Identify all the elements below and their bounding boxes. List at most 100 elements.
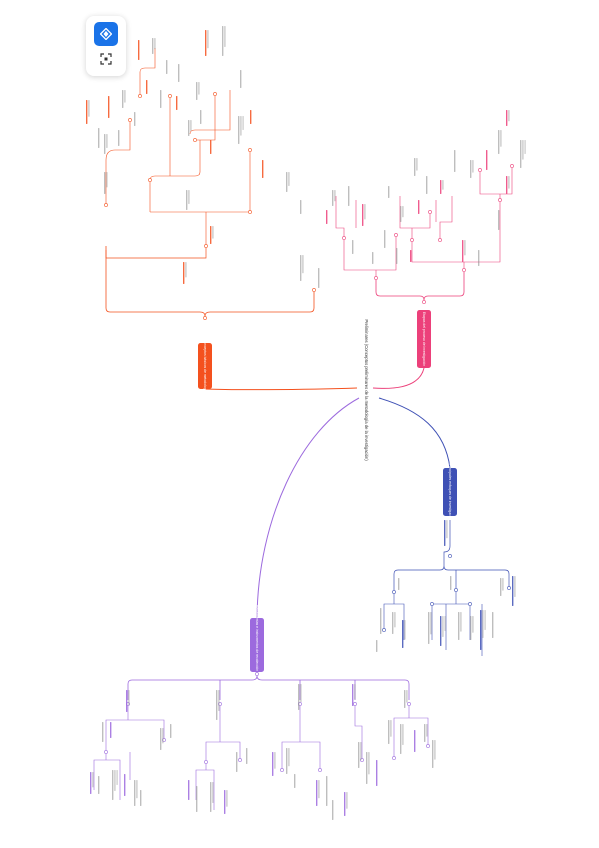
purple-collapse-12[interactable] bbox=[392, 756, 396, 760]
pink-collapse-0[interactable] bbox=[462, 268, 466, 272]
pink-collapse-2[interactable] bbox=[410, 238, 414, 242]
orange-text-18 bbox=[108, 96, 110, 118]
connector-b2 bbox=[372, 367, 425, 389]
purple-collapse-main[interactable] bbox=[255, 672, 259, 676]
branch-node-b4[interactable] bbox=[250, 618, 264, 672]
blue-collapse-4[interactable] bbox=[430, 602, 434, 606]
orange-collapse-3[interactable] bbox=[104, 203, 108, 207]
orange-text2-24 bbox=[207, 30, 209, 49]
purple-sub-c bbox=[281, 704, 321, 770]
pink-collapse-7[interactable] bbox=[438, 238, 442, 242]
purple-text2-29 bbox=[368, 752, 370, 775]
purple-collapse-10[interactable] bbox=[318, 768, 322, 772]
orange-sub-c bbox=[149, 94, 216, 181]
purple-text-20 bbox=[246, 748, 248, 764]
blue-text3-9 bbox=[484, 610, 486, 630]
purple-collapse-4[interactable] bbox=[407, 702, 411, 706]
purple-collapse-3[interactable] bbox=[353, 702, 357, 706]
purple-text-1 bbox=[216, 690, 218, 720]
pink-text-12 bbox=[418, 200, 420, 214]
orange-text2-0 bbox=[185, 262, 187, 278]
branch-label-b1: Conceptos básicos de metodología bbox=[203, 340, 207, 393]
purple-collapse-5[interactable] bbox=[104, 750, 108, 754]
orange-collapse-1[interactable] bbox=[148, 178, 152, 182]
pink-text2-13 bbox=[402, 206, 404, 218]
purple-collapse-9[interactable] bbox=[280, 768, 284, 772]
blue-collapse-5[interactable] bbox=[468, 602, 472, 606]
orange-collapse-9[interactable] bbox=[312, 288, 316, 292]
orange-collapse-8[interactable] bbox=[193, 138, 197, 142]
purple-collapse-13[interactable] bbox=[426, 744, 430, 748]
orange-collapse-main[interactable] bbox=[203, 316, 207, 320]
orange-collapse-10[interactable] bbox=[248, 148, 252, 152]
orange-collapse-5[interactable] bbox=[168, 94, 172, 98]
purple-sub-f bbox=[93, 752, 131, 800]
orange-collapse-7[interactable] bbox=[128, 118, 132, 122]
purple-text-24 bbox=[316, 780, 318, 806]
purple-text-28 bbox=[358, 742, 360, 768]
pink-collapse-main[interactable] bbox=[422, 300, 426, 304]
purple-text-7 bbox=[160, 728, 162, 750]
orange-text2-3 bbox=[212, 226, 214, 239]
blue-collapse-0[interactable] bbox=[392, 590, 396, 594]
blue-collapse-3[interactable] bbox=[382, 628, 386, 632]
purple-text2-27 bbox=[346, 792, 348, 809]
blue-collapse-2[interactable] bbox=[507, 586, 511, 590]
orange-text-14 bbox=[200, 110, 202, 124]
branch-node-b3[interactable] bbox=[443, 468, 457, 516]
pink-collapse-4[interactable] bbox=[342, 236, 346, 240]
central-topic[interactable]: Preliminares (Conceptos preliminares de … bbox=[364, 319, 369, 461]
orange-text-7 bbox=[300, 200, 302, 214]
pink-text-21 bbox=[410, 250, 412, 262]
blue-text2-2 bbox=[394, 612, 396, 628]
pink-collapse-3[interactable] bbox=[498, 198, 502, 202]
fit-screen-button[interactable] bbox=[94, 47, 118, 71]
blue-collapse-main[interactable] bbox=[448, 554, 452, 558]
orange-text2-1 bbox=[302, 255, 304, 274]
blue-text2-7 bbox=[460, 612, 462, 632]
orange-text-4 bbox=[186, 190, 188, 210]
blue-text-6 bbox=[440, 616, 442, 646]
purple-text2-11 bbox=[114, 770, 116, 791]
blue-text-8 bbox=[470, 616, 472, 640]
blue-text-7 bbox=[458, 612, 460, 640]
purple-sub-e bbox=[393, 704, 429, 758]
pink-collapse-8[interactable] bbox=[478, 168, 482, 172]
purple-text2-1 bbox=[218, 690, 220, 711]
purple-text2-28 bbox=[360, 742, 362, 761]
orange-text-23 bbox=[166, 60, 168, 74]
pink-text-22 bbox=[372, 252, 374, 264]
orange-text-9 bbox=[250, 110, 252, 124]
navigate-button[interactable] bbox=[94, 22, 118, 46]
branch-node-b1[interactable] bbox=[198, 343, 212, 389]
pink-text-10 bbox=[426, 176, 428, 194]
orange-collapse-0[interactable] bbox=[204, 244, 208, 248]
pink-collapse-9[interactable] bbox=[510, 164, 514, 168]
pink-collapse-5[interactable] bbox=[394, 233, 398, 237]
pink-sub-a bbox=[411, 200, 501, 268]
purple-collapse-7[interactable] bbox=[204, 760, 208, 764]
orange-text-5 bbox=[286, 172, 288, 192]
pink-collapse-6[interactable] bbox=[428, 210, 432, 214]
pink-text2-3 bbox=[508, 176, 510, 189]
blue-collapse-1[interactable] bbox=[454, 588, 458, 592]
orange-collapse-4[interactable] bbox=[138, 94, 142, 98]
pink-text3-4 bbox=[524, 140, 526, 154]
pink-text-24 bbox=[506, 110, 508, 126]
orange-text-30 bbox=[176, 96, 178, 110]
orange-collapse-6[interactable] bbox=[213, 92, 217, 96]
branch-node-b2[interactable] bbox=[417, 310, 431, 368]
pink-text2-11 bbox=[416, 158, 418, 171]
orange-text-26 bbox=[240, 70, 242, 88]
orange-collapse-2[interactable] bbox=[248, 210, 252, 214]
pink-text-17 bbox=[332, 190, 334, 206]
blue-text2-9 bbox=[482, 610, 484, 638]
orange-text2-16 bbox=[106, 172, 108, 188]
blue-sub-b bbox=[431, 590, 483, 656]
pink-collapse-1[interactable] bbox=[374, 276, 378, 280]
purple-collapse-8[interactable] bbox=[238, 758, 242, 762]
orange-text-12 bbox=[146, 80, 148, 94]
blue-stem bbox=[443, 520, 451, 560]
purple-text2-34 bbox=[426, 724, 428, 737]
